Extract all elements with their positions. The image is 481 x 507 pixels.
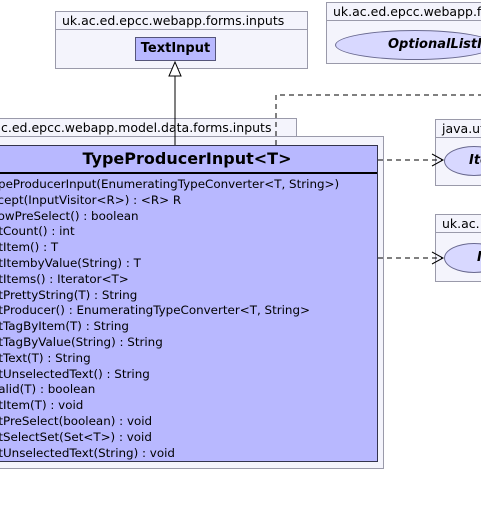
class-type-producer-input[interactable]: TypeProducerInput<T> ypeProducerInput(En… [0, 145, 378, 462]
package-tab-model-forms-inputs: c.ed.epcc.webapp.model.data.forms.inputs [0, 118, 297, 137]
class-title: TypeProducerInput<T> [0, 146, 377, 174]
class-member: etPrettyString(T) : String [0, 287, 138, 302]
class-member: etProducer() : EnumeratingTypeConverter<… [0, 303, 310, 318]
class-member: etUnselectedText(String) : void [0, 445, 175, 460]
arrowhead-lower [431, 251, 445, 265]
package-tab-forms-partial: uk.ac.ed.epcc.webapp.f [326, 2, 481, 21]
class-member: etText(T) : String [0, 350, 91, 365]
interface-optional-list[interactable]: OptionalListI [335, 30, 481, 60]
class-members: ypeProducerInput(EnumeratingTypeConverte… [0, 174, 377, 461]
dependency-line-top [275, 94, 481, 145]
class-member: etItems() : Iterator<T> [0, 271, 129, 286]
class-member: etItem() : T [0, 240, 59, 255]
package-tab-java-util: java.ut [435, 119, 481, 138]
class-member: Valid(T) : boolean [0, 382, 96, 397]
class-member: ccept(InputVisitor<R>) : <R> R [0, 192, 182, 207]
class-member: etCount() : int [0, 224, 75, 239]
class-member: etPreSelect(boolean) : void [0, 413, 153, 428]
class-member: etTagByItem(T) : String [0, 319, 129, 334]
class-member: etSelectSet(Set<T>) : void [0, 429, 152, 444]
class-member: llowPreSelect() : boolean [0, 208, 139, 223]
package-tab-forms-inputs: uk.ac.ed.epcc.webapp.forms.inputs [55, 11, 308, 30]
package-tab-uk-ac: uk.ac. [435, 214, 481, 233]
class-member: ypeProducerInput(EnumeratingTypeConverte… [0, 177, 340, 191]
arrowhead-iterator [431, 153, 445, 167]
inheritance-arrowhead [168, 60, 182, 77]
class-member: etItem(T) : void [0, 398, 84, 413]
class-member: etUnselectedText() : String [0, 366, 150, 381]
class-text-input[interactable]: TextInput [135, 37, 216, 61]
class-member: etTagByValue(String) : String [0, 334, 163, 349]
class-member: etItembyValue(String) : T [0, 255, 141, 270]
